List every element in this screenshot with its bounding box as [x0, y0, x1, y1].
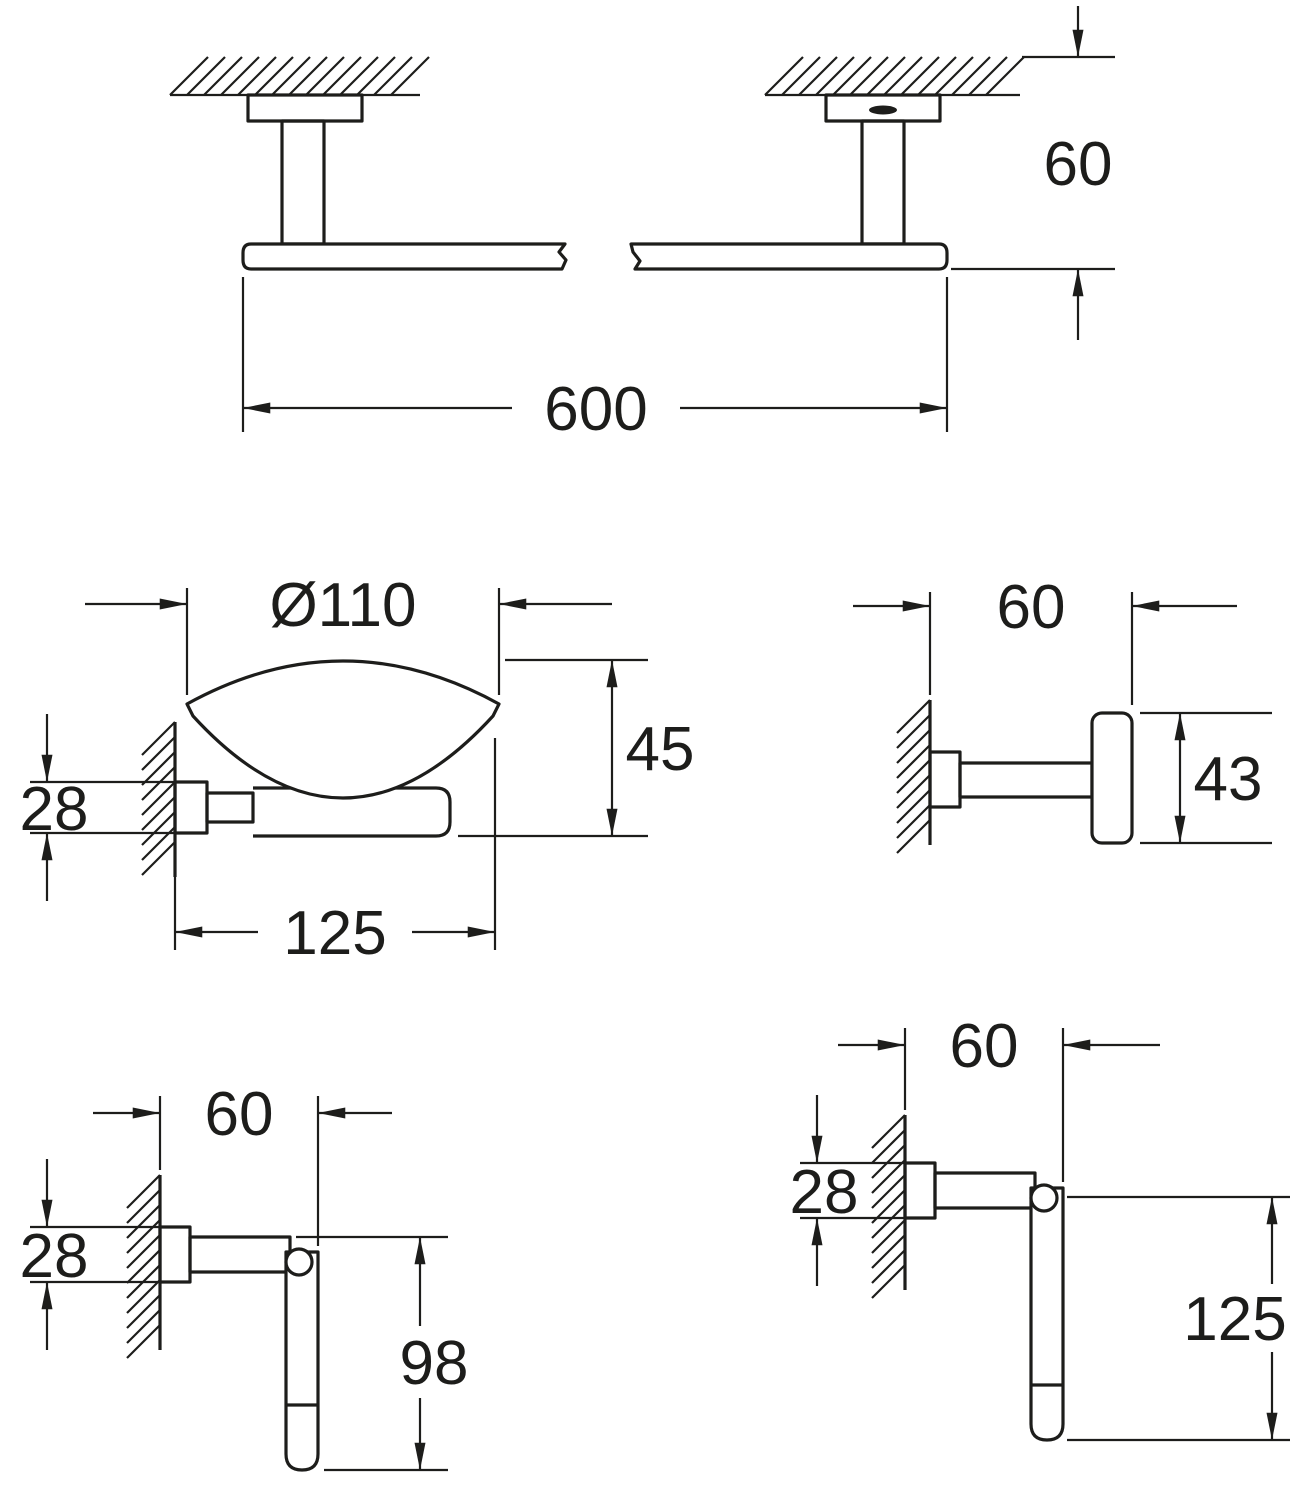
dish-holder-ring: [253, 786, 452, 838]
right-mounting-post: [860, 119, 906, 246]
dim-length: 600: [243, 277, 947, 444]
left-wall-flange: [246, 93, 364, 123]
dim-label-drop: 98: [400, 1329, 469, 1398]
extension-lines: [458, 658, 648, 838]
extension-lines: [185, 588, 501, 695]
hook-head: [1090, 711, 1134, 845]
support-arm: [205, 791, 255, 824]
screw-slot: [869, 105, 897, 115]
wall-hatching-left: [169, 56, 430, 96]
dim-diameter: Ø110: [85, 571, 612, 695]
dim-label-projection: 60: [950, 1012, 1019, 1081]
extension-lines: [903, 1028, 1065, 1182]
dim-drop-length: 125: [1067, 1197, 1290, 1440]
wall-hatching-right: [764, 56, 1025, 96]
wall-hatching: [896, 699, 931, 854]
wall-hatching: [126, 1174, 161, 1359]
wall-rosette: [158, 1225, 192, 1284]
dim-projection: 60: [853, 573, 1237, 705]
dim-label-projection: 125: [283, 899, 386, 968]
dim-rosette-height: 28: [20, 1159, 160, 1350]
wall-hatching: [871, 1114, 906, 1299]
extension-lines: [30, 1225, 160, 1284]
dim-label-diameter: Ø110: [269, 571, 416, 640]
dim-drop-length: 98: [296, 1237, 468, 1470]
dim-height: 43: [1140, 711, 1272, 845]
towel-ring-view: 60 28 125: [790, 1012, 1290, 1440]
wall-hatching: [141, 721, 176, 876]
dim-height: 45: [458, 658, 695, 838]
soap-dish-bowl: [185, 659, 501, 800]
towel-bar-view: 600 60: [169, 6, 1115, 444]
dim-label-length: 600: [544, 375, 647, 444]
dim-label-rosette: 28: [20, 1222, 89, 1291]
wall-rosette: [928, 750, 962, 809]
wall-rosette: [903, 1161, 937, 1220]
dim-projection: 60: [838, 1012, 1160, 1182]
dim-rosette-height: 28: [20, 714, 175, 901]
rail-right-segment: [629, 242, 949, 271]
wall-rosette: [173, 780, 209, 835]
ring-drop-bar: [1029, 1186, 1065, 1442]
extension-lines: [158, 1096, 320, 1246]
ring-arm: [933, 1171, 1037, 1210]
dim-label-rosette: 28: [20, 775, 89, 844]
dim-projection: 125: [175, 738, 495, 968]
dim-rosette-height: 28: [790, 1095, 905, 1286]
rail-left-segment: [241, 242, 568, 271]
dim-label-projection: 60: [205, 1080, 274, 1149]
extension-lines: [1140, 711, 1272, 845]
dim-projection: 60: [93, 1080, 392, 1246]
dim-label-height: 45: [626, 715, 695, 784]
extension-lines: [928, 592, 1134, 705]
dim-label-projection: 60: [997, 573, 1066, 642]
holder-arm: [188, 1235, 292, 1274]
left-mounting-post: [280, 119, 326, 246]
dim-label-drop: 125: [1183, 1285, 1286, 1354]
dim-label-wall-offset: 60: [1044, 130, 1113, 199]
pivot-knob: [284, 1247, 314, 1277]
paper-holder-view: 60 28 98: [20, 1080, 468, 1472]
hook-arm: [958, 761, 1094, 799]
roller-pin: [284, 1250, 320, 1472]
robe-hook-view: 60 43: [853, 573, 1272, 854]
extension-lines: [951, 55, 1115, 271]
dim-label-rosette: 28: [790, 1158, 859, 1227]
dim-label-height: 43: [1194, 745, 1263, 814]
extension-lines: [30, 780, 175, 835]
dim-wall-offset: 60: [951, 6, 1115, 340]
soap-dish-view: Ø110 45 28 125: [20, 571, 695, 968]
pivot-knob: [1029, 1183, 1059, 1213]
